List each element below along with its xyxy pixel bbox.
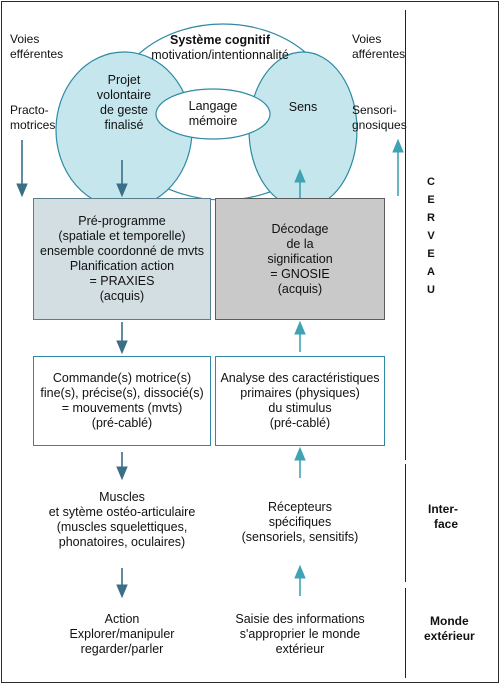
- langage-text: Langage mémoire: [168, 99, 258, 129]
- langage-line2: mémoire: [188, 114, 238, 128]
- projet-line4: finalisé: [104, 118, 144, 132]
- interface-line1: Inter-: [428, 502, 458, 516]
- projet-line1: Projet: [107, 73, 141, 87]
- cerveau-letter: R: [427, 212, 435, 224]
- arrows-up: [294, 138, 404, 596]
- cerveau-letter: E: [427, 248, 435, 260]
- voies-efferentes-line2: efférentes: [10, 47, 64, 61]
- commande-line2: fine(s), précise(s), dissocié(s): [40, 386, 204, 400]
- recepteurs-line2: spécifiques: [268, 515, 332, 529]
- commande-line3: = mouvements (mvts): [61, 401, 183, 415]
- interface-line2: face: [434, 517, 459, 531]
- decodage-line2: de la: [286, 236, 314, 251]
- commande-line4: (pré-cablé): [91, 416, 153, 430]
- preprogramme-line6: (acquis): [99, 289, 145, 303]
- decodage-box: Décodage de la signification = GNOSIE (a…: [215, 198, 385, 320]
- muscles-line3: (muscles squelettiques,: [56, 520, 188, 534]
- voies-afferentes-label: Voies afférentes: [352, 32, 405, 62]
- sens-ellipse: [248, 51, 358, 209]
- decodage-line3: signification: [267, 251, 333, 266]
- commande-line1: Commande(s) motrice(s): [52, 371, 192, 385]
- cerveau-letter: U: [427, 284, 435, 296]
- preprogramme-line3: ensemble coordonné de mvts: [40, 244, 204, 258]
- analyse-line4: (pré-cablé): [269, 416, 331, 430]
- muscles-line4: phonatoires, oculaires): [58, 535, 186, 549]
- sensori-line2: gnosiques: [352, 118, 407, 132]
- practo-line2: motrices: [10, 118, 56, 132]
- analyse-line1: Analyse des caractéristiques: [220, 371, 380, 385]
- recepteurs-line3: (sensoriels, sensitifs): [241, 530, 359, 544]
- analyse-line3: du stimulus: [268, 401, 332, 415]
- projet-text: Projet volontaire de geste finalisé: [78, 73, 170, 133]
- analyse-box: Analyse des caractéristiques primaires (…: [215, 356, 385, 446]
- interface-label: Inter- face: [428, 502, 458, 532]
- systeme-cognitif: Système cognitif motivation/intentionnal…: [120, 33, 320, 63]
- analyse-line2: primaires (physiques): [240, 386, 360, 400]
- langage-line1: Langage: [188, 99, 238, 113]
- preprogramme-line5: = PRAXIES: [89, 274, 155, 288]
- interface-bracket: [405, 464, 406, 582]
- action-text: Action Explorer/manipuler regarder/parle…: [20, 612, 224, 657]
- saisie-text: Saisie des informations s'approprier le …: [215, 612, 385, 657]
- monde-line1: Monde: [430, 614, 469, 628]
- commande-box: Commande(s) motrice(s) fine(s), précise(…: [33, 356, 211, 446]
- sensori-label: Sensori- gnosiques: [352, 103, 407, 133]
- saisie-line1: Saisie des informations: [235, 612, 365, 626]
- voies-afferentes-line2: afférentes: [352, 47, 406, 61]
- voies-efferentes-line1: Voies: [10, 32, 40, 46]
- cerveau-letter: C: [427, 176, 435, 188]
- preprogramme-line2: (spatiale et temporelle): [58, 229, 186, 243]
- saisie-line3: extérieur: [275, 642, 325, 656]
- preprogramme-box: Pré-programme (spatiale et temporelle) e…: [33, 198, 211, 320]
- voies-afferentes-line1: Voies: [352, 32, 382, 46]
- langage-ellipse: [155, 88, 271, 140]
- action-line1: Action: [104, 612, 140, 626]
- cerveau-letter: A: [427, 266, 435, 278]
- decodage-line1: Décodage: [271, 221, 329, 236]
- monde-label: Monde extérieur: [424, 614, 475, 644]
- action-line3: regarder/parler: [80, 642, 164, 656]
- voies-efferentes-label: Voies efférentes: [10, 32, 63, 62]
- practo-line1: Practo-: [10, 103, 49, 117]
- muscles-line1: Muscles: [99, 490, 145, 504]
- cerveau-letter: V: [427, 230, 435, 242]
- projet-line2: volontaire: [96, 88, 152, 102]
- action-line2: Explorer/manipuler: [69, 627, 175, 641]
- cerveau-label: C E R V E A U: [424, 176, 438, 302]
- sensori-line1: Sensori-: [352, 103, 397, 117]
- preprogramme-line1: Pré-programme: [78, 214, 166, 228]
- decodage-line4: = GNOSIE: [270, 266, 330, 281]
- arrows-down: [16, 140, 128, 599]
- practo-label: Practo- motrices: [10, 103, 55, 133]
- monde-bracket: [405, 588, 406, 678]
- muscles-line2: et sytème ostéo-articulaire: [48, 505, 196, 519]
- muscles-text: Muscles et sytème ostéo-articulaire (mus…: [20, 490, 224, 550]
- systeme-cognitif-title: Système cognitif: [169, 33, 271, 47]
- cerveau-bracket: [405, 10, 406, 460]
- projet-line3: de geste: [100, 103, 148, 117]
- saisie-line2: s'approprier le monde: [239, 627, 361, 641]
- sens-text: Sens: [288, 100, 318, 114]
- recepteurs-text: Récepteurs spécifiques (sensoriels, sens…: [215, 500, 385, 545]
- monde-line2: extérieur: [424, 629, 475, 643]
- preprogramme-line4: Planification action: [69, 259, 175, 273]
- recepteurs-line1: Récepteurs: [268, 500, 332, 514]
- decodage-line5: (acquis): [277, 281, 323, 296]
- cerveau-letter: E: [427, 194, 435, 206]
- systeme-cognitif-subtitle: motivation/intentionnalité: [151, 48, 289, 62]
